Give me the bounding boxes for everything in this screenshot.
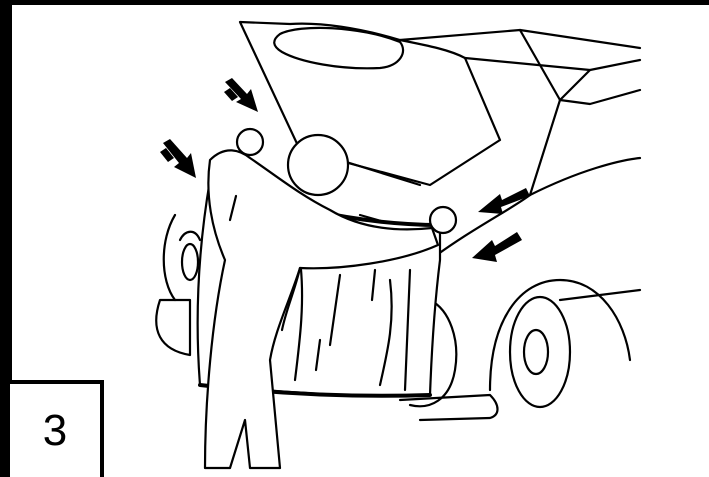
step-number: 3 [10, 406, 100, 456]
step-number-box: 3 [10, 380, 104, 477]
arrow-top-left [224, 78, 258, 112]
arrow-right-lower [472, 232, 522, 262]
arrow-left [160, 139, 196, 178]
